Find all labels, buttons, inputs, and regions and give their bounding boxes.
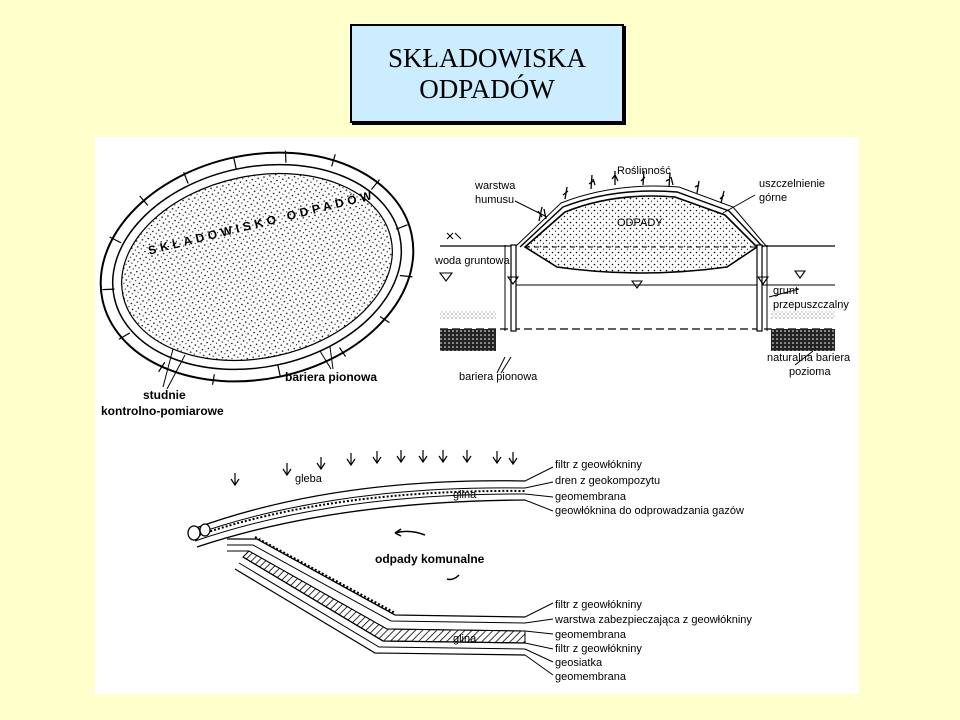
studnie-label: studnie	[143, 388, 186, 402]
woda-label: woda gruntowa	[435, 255, 510, 267]
bottom-layer-label-3: geomembrana	[555, 629, 626, 641]
gleba-label: gleba	[295, 473, 322, 485]
naturalna-label: naturalna bariera	[767, 352, 851, 364]
landfill-plan-view	[99, 150, 415, 390]
title-line1: SKŁADOWISKA	[388, 42, 586, 73]
bottom-layer-label-5: geosiatka	[555, 657, 603, 669]
diagram-panel: SKŁADOWISKO ODPADÓW studnie kontrolno-po…	[95, 137, 859, 694]
top-layer-label-2: dren z geokompozytu	[555, 475, 661, 487]
grunt-label: grunt	[773, 285, 799, 297]
title-box: SKŁADOWISKA ODPADÓW	[350, 24, 624, 123]
top-layer-label-4: geowłóknina do odprowadzania gazów	[555, 505, 744, 517]
warstwa-label: warstwa	[475, 180, 516, 192]
bottom-layer-label-1: filtr z geowłókniny	[555, 599, 642, 611]
bottom-layer-label-6: geomembrana	[555, 671, 626, 683]
bariera-right-label: bariera pionowa	[459, 371, 538, 383]
kontrolno-label: kontrolno-pomiarowe	[101, 404, 224, 418]
uszczelnienie-label: uszczelnienie	[759, 178, 826, 190]
bariera-left-label: bariera pionowa	[285, 370, 378, 384]
odpady-komunalne-label: odpady komunalne	[375, 552, 485, 566]
top-layer-label-1: filtr z geowłókniny	[555, 459, 642, 471]
bottom-layer-label-2: warstwa zabezpieczająca z geowłókniny	[555, 614, 752, 626]
top-layer-label-3: geomembrana	[555, 491, 626, 503]
odpady-label: ODPADY	[617, 217, 663, 229]
liner-sections	[187, 450, 554, 676]
roslinnosc-label: Roślinność	[617, 165, 671, 177]
pozioma-label: pozioma	[789, 366, 831, 378]
landfill-cross-section	[438, 170, 835, 374]
przepuszczalny-label: przepuszczalny	[773, 299, 849, 311]
diagram-drawing	[99, 150, 835, 676]
humusu-label: humusu	[475, 194, 515, 206]
title-line2: ODPADÓW	[419, 73, 555, 104]
bottom-layer-label-4: filtr z geowłókniny	[555, 643, 642, 655]
glina-bottom-label: glina	[453, 633, 477, 645]
gorne-label: górne	[759, 192, 788, 204]
glina-top-label: glina	[453, 489, 477, 501]
